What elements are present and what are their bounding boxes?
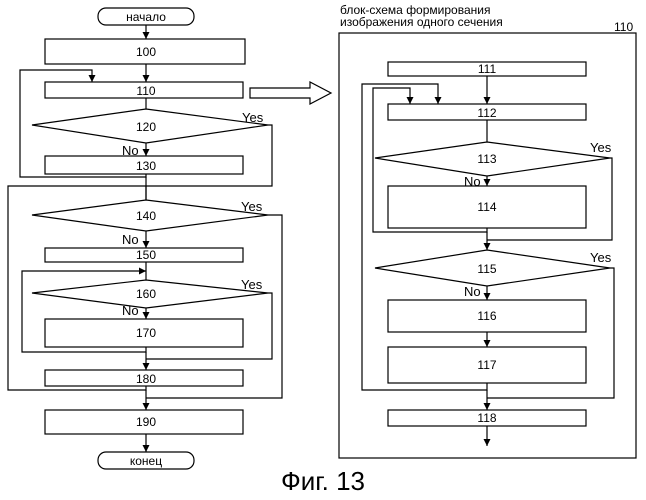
loop-117-112 [362, 84, 487, 390]
block-170-label: 170 [136, 326, 156, 340]
block-130-label: 130 [136, 159, 156, 173]
yes-label-113: Yes [590, 140, 612, 155]
block-117-label: 117 [477, 358, 496, 372]
block-180-label: 180 [136, 372, 156, 386]
block-100-label: 100 [136, 45, 156, 59]
decision-140-label: 140 [136, 209, 156, 223]
block-118-label: 118 [477, 411, 496, 425]
block-114-label: 114 [477, 200, 496, 214]
start-label: начало [126, 10, 166, 24]
expand-arrow [250, 82, 331, 104]
block-112-label: 112 [477, 106, 496, 120]
yes-label-115: Yes [590, 250, 612, 265]
block-190-label: 190 [136, 415, 156, 429]
decision-115-label: 115 [477, 262, 496, 276]
decision-120-label: 120 [136, 120, 156, 134]
block-110-label: 110 [136, 84, 155, 98]
no-label-140: No [122, 232, 139, 247]
block-150-label: 150 [136, 248, 156, 262]
decision-160-label: 160 [136, 287, 156, 301]
no-label-115: No [464, 284, 481, 299]
yes-label-120: Yes [242, 110, 264, 125]
no-label-160: No [122, 303, 139, 318]
yes-label-160: Yes [241, 277, 263, 292]
no-label-113: No [464, 174, 481, 189]
subroutine-title-line2: изображения одного сечения [340, 15, 503, 29]
figure-caption: Фиг. 13 [0, 466, 646, 497]
block-111-label: 111 [478, 62, 497, 76]
yes-label-140: Yes [241, 199, 263, 214]
no-label-120: No [122, 143, 139, 158]
subroutine-ref-number: 110 [614, 20, 633, 34]
decision-113-label: 113 [477, 152, 496, 166]
block-116-label: 116 [477, 309, 496, 323]
